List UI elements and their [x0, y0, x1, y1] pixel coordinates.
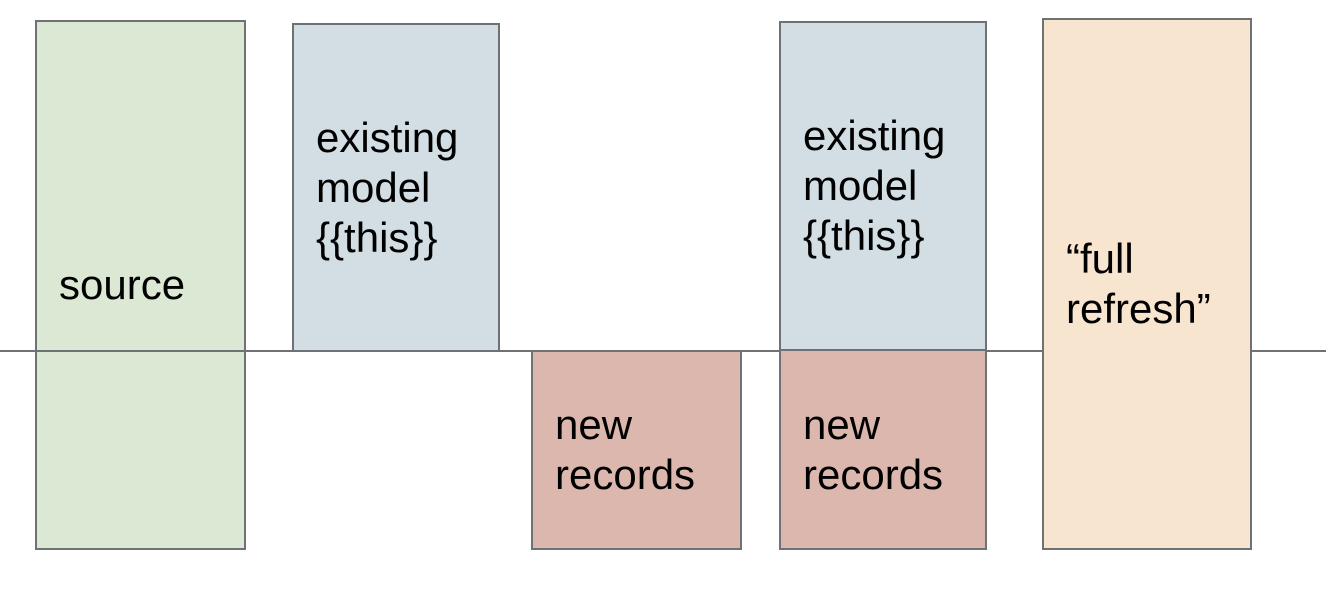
full-refresh-box-label-line-1: “full: [1066, 235, 1134, 282]
source-box-label: source: [59, 261, 186, 308]
new-records-box-2: new records: [779, 349, 987, 550]
full-refresh-box-label-line-2: refresh”: [1066, 285, 1211, 332]
existing-model-box-1: existing model {{this}}: [292, 23, 500, 352]
existing-model-box-1-label-line-3: {{this}}: [316, 213, 438, 261]
new-records-box-2-label-line-1: new: [803, 400, 881, 448]
existing-model-box-2-label-line-2: model: [803, 162, 918, 209]
new-records-box-2-label-line-2: records: [803, 450, 944, 498]
new-records-box-1-label-line-2: records: [555, 451, 696, 498]
source-box: source: [35, 20, 246, 550]
existing-model-box-1-label-line-2: model: [316, 163, 431, 211]
existing-model-box-1-label-line-1: existing: [316, 113, 459, 161]
existing-model-box-2-label-line-1: existing: [803, 112, 946, 159]
existing-model-box-2: existing model {{this}}: [779, 21, 987, 351]
new-records-box-1-label-line-1: new: [555, 401, 633, 448]
full-refresh-box: “full refresh”: [1042, 18, 1252, 550]
new-records-box-1: new records: [531, 350, 742, 550]
existing-model-box-2-label-line-3: {{this}}: [803, 212, 925, 259]
